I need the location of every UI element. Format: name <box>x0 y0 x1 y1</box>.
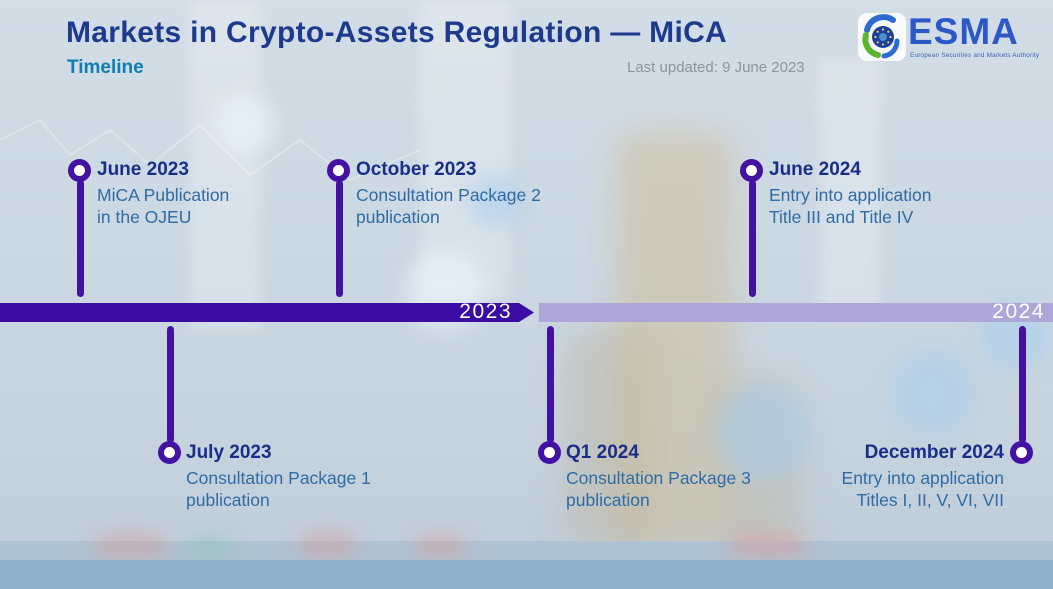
milestone-text: June 2024 Entry into application Title I… <box>769 159 931 228</box>
milestone-stem <box>546 326 554 443</box>
milestone-text: December 2024 Entry into application Tit… <box>842 442 1004 511</box>
milestone-text: June 2023 MiCA Publication in the OJEU <box>97 159 229 228</box>
background-shore-band <box>0 541 1053 563</box>
milestone-marker-icon <box>740 159 763 182</box>
page-subtitle: Timeline <box>67 57 144 78</box>
background-candle-red <box>95 534 165 558</box>
timeline-bar-2024 <box>539 303 1053 322</box>
milestone-marker-icon <box>327 159 350 182</box>
esma-wordmark: ESMA <box>908 11 1019 52</box>
esma-logo: ESMA European Securities and Markets Aut… <box>858 11 1039 66</box>
background-candle-red <box>415 535 465 557</box>
milestone-text: Q1 2024 Consultation Package 3 publicati… <box>566 442 751 511</box>
milestone-date: December 2024 <box>864 442 1004 463</box>
milestone-stem <box>166 326 174 443</box>
background-coin-stack <box>565 330 655 550</box>
description-line: Entry into application <box>841 468 1004 488</box>
milestone-date: July 2023 <box>186 442 272 463</box>
background-candle-red <box>300 533 355 557</box>
milestone-date: June 2023 <box>97 159 189 180</box>
milestone-description: Consultation Package 1 publication <box>186 467 371 511</box>
description-line: Consultation Package 3 <box>566 468 751 488</box>
background-candle-red <box>730 533 805 558</box>
era-label-2023: 2023 <box>459 300 512 323</box>
description-line: publication <box>566 490 650 510</box>
description-line: Consultation Package 1 <box>186 468 371 488</box>
era-label-2024: 2024 <box>992 300 1045 323</box>
milestone-description: MiCA Publication in the OJEU <box>97 184 229 228</box>
background-bokeh <box>215 95 275 155</box>
milestone-text: July 2023 Consultation Package 1 publica… <box>186 442 371 511</box>
esma-tagline: European Securities and Markets Authorit… <box>910 52 1040 59</box>
timeline-bar-2023 <box>0 303 534 322</box>
background-bokeh <box>890 350 975 435</box>
milestone-description: Consultation Package 2 publication <box>356 184 541 228</box>
milestone-stem <box>1018 326 1026 443</box>
milestone-stem <box>76 180 84 297</box>
milestone-text: October 2023 Consultation Package 2 publ… <box>356 159 541 228</box>
description-line: Titles I, II, V, VI, VII <box>856 490 1004 510</box>
milestone-marker-icon <box>158 441 181 464</box>
milestone-description: Entry into application Title III and Tit… <box>769 184 931 228</box>
milestone-stem <box>748 180 756 297</box>
esma-eye-icon <box>858 13 906 66</box>
milestone-marker-icon <box>1010 441 1033 464</box>
last-updated-text: Last updated: 9 June 2023 <box>627 59 805 76</box>
milestone-description: Consultation Package 3 publication <box>566 467 751 511</box>
description-line: in the OJEU <box>97 207 192 227</box>
description-line: publication <box>186 490 270 510</box>
description-line: publication <box>356 207 440 227</box>
description-line: Entry into application <box>769 185 932 205</box>
milestone-description: Entry into application Titles I, II, V, … <box>842 467 1004 511</box>
background-sea-band <box>0 560 1053 589</box>
milestone-date: June 2024 <box>769 159 861 180</box>
milestone-marker-icon <box>538 441 561 464</box>
description-line: Consultation Package 2 <box>356 185 541 205</box>
description-line: MiCA Publication <box>97 185 230 205</box>
background-candle-green <box>190 536 230 558</box>
milestone-date: October 2023 <box>356 159 477 180</box>
milestone-date: Q1 2024 <box>566 442 639 463</box>
page-title: Markets in Crypto-Assets Regulation — Mi… <box>66 16 728 49</box>
milestone-stem <box>335 180 343 297</box>
milestone-marker-icon <box>68 159 91 182</box>
description-line: Title III and Title IV <box>769 207 914 227</box>
